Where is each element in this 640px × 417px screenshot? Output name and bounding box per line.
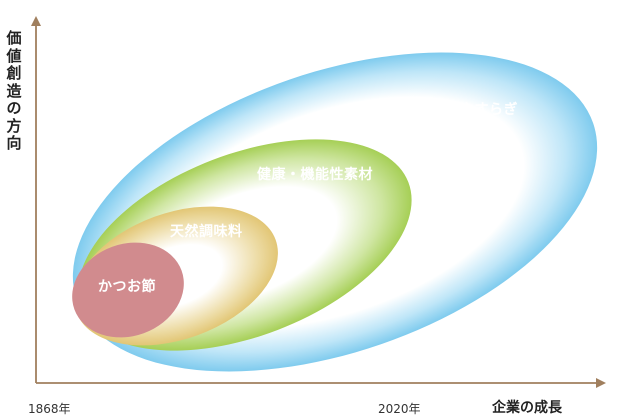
y-axis-label: 価値創造の方向 xyxy=(6,29,22,152)
x-start-label: 1868年 xyxy=(28,402,71,416)
zone-katsuobushi-ellipse xyxy=(72,242,184,338)
x-axis-label: 企業の成長 xyxy=(492,400,562,416)
x-end-label: 2020年 xyxy=(378,402,421,416)
zone-yasuragi-label: やすらぎ xyxy=(460,102,518,118)
zone-kenko-label: 健康・機能性素材 xyxy=(257,167,373,183)
zone-chomiryo-label: 天然調味料 xyxy=(170,224,243,240)
zone-katsuobushi-label: かつお節 xyxy=(98,279,156,295)
